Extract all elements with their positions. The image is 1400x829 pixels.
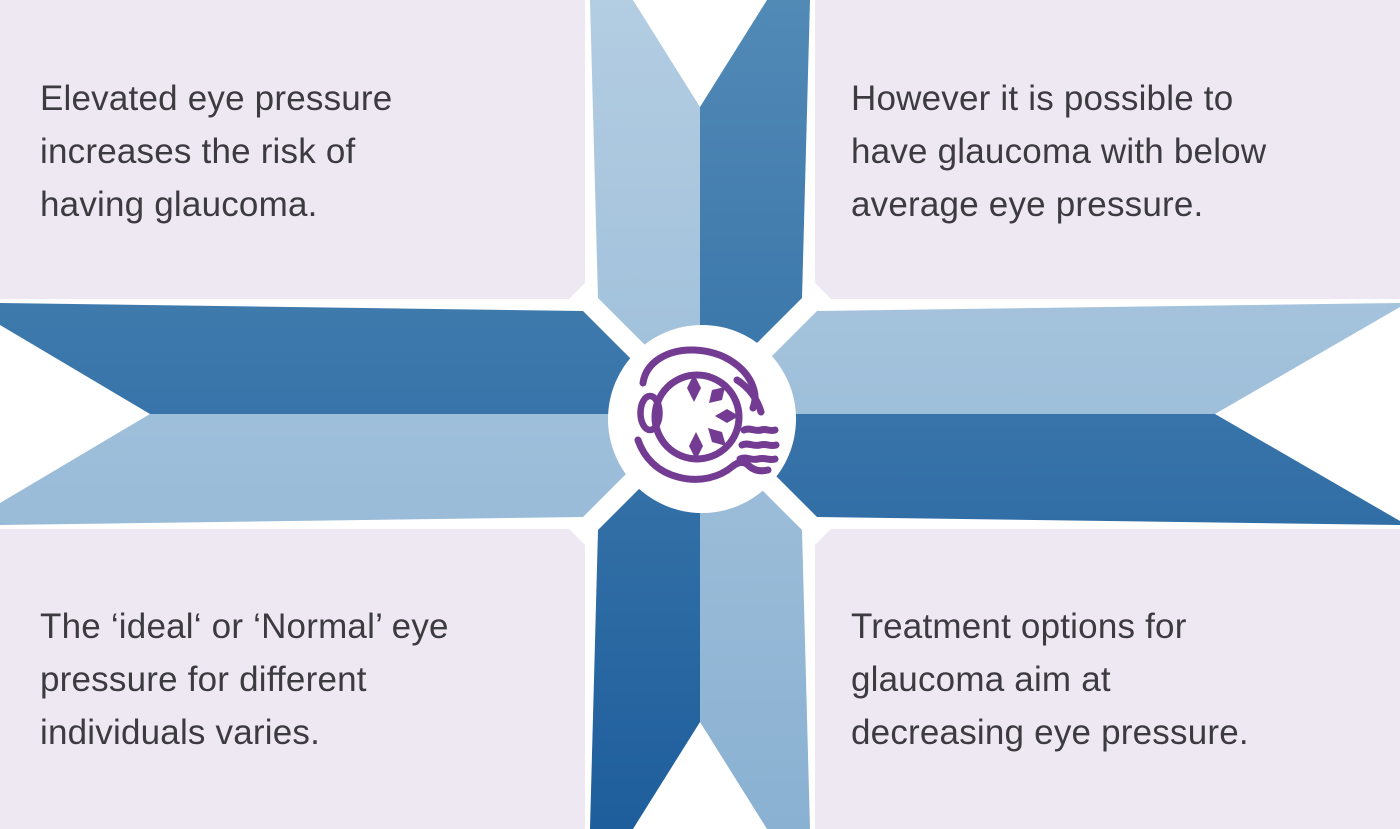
star-arm-right-top-half [714,303,1400,414]
pressure-diamond-lower-right [708,428,726,446]
star-arm-bottom-left-half [590,428,700,829]
caption-line: pressure for different [40,660,367,699]
caption-bottom-left: The ‘ideal‘ or ‘Normal’ eye pressure for… [40,600,449,759]
cornea-lens [637,392,663,434]
star-arm-left-bottom-half [0,414,686,525]
quadrant-panel-top-left [0,0,585,299]
pressure-diamond-right [715,409,739,423]
caption-line: Treatment options for [851,607,1187,646]
pressure-diamond-top [687,374,701,402]
pressure-diamond-bottom [689,432,703,460]
star-arm-right-bottom-half [714,414,1400,525]
optic-nerve-line-2 [738,440,780,450]
pressure-diamond-upper-right [709,387,725,403]
optic-nerve-line-1 [740,425,779,435]
caption-bottom-right: Treatment options for glaucoma aim at de… [851,600,1249,759]
caption-top-left: Elevated eye pressure increases the risk… [40,72,392,231]
star-arm-top-left-half [590,0,700,400]
star-arm-bottom-right-half [700,428,810,829]
caption-line: Elevated eye pressure [40,79,393,118]
outer-right-arc [733,376,765,416]
quadrant-panel-bottom-left [0,529,585,829]
caption-line: The ‘ideal‘ or ‘Normal’ eye [40,607,449,646]
caption-line: having glaucoma. [40,185,318,224]
caption-top-right: However it is possible to have glaucoma … [851,72,1266,231]
caption-line: increases the risk of [40,132,356,171]
caption-line: decreasing eye pressure. [851,713,1249,752]
quadrant-panel-top-right [815,0,1400,299]
star-arm-left-top-half [0,303,686,414]
star-arm-top-right-half [700,0,810,400]
caption-line: have glaucoma with below [851,132,1267,171]
pressure-arrows [687,374,739,460]
sclera-bottom-arc [634,436,772,483]
caption-line: individuals varies. [40,713,321,752]
caption-line: However it is possible to [851,79,1234,118]
caption-line: glaucoma aim at [851,660,1111,699]
caption-line: average eye pressure. [851,185,1204,224]
quadrant-panel-bottom-right [815,529,1400,829]
eye-anatomy-icon [634,346,780,483]
eyeball-outline [651,371,743,463]
optic-nerve-line-3 [736,454,779,464]
